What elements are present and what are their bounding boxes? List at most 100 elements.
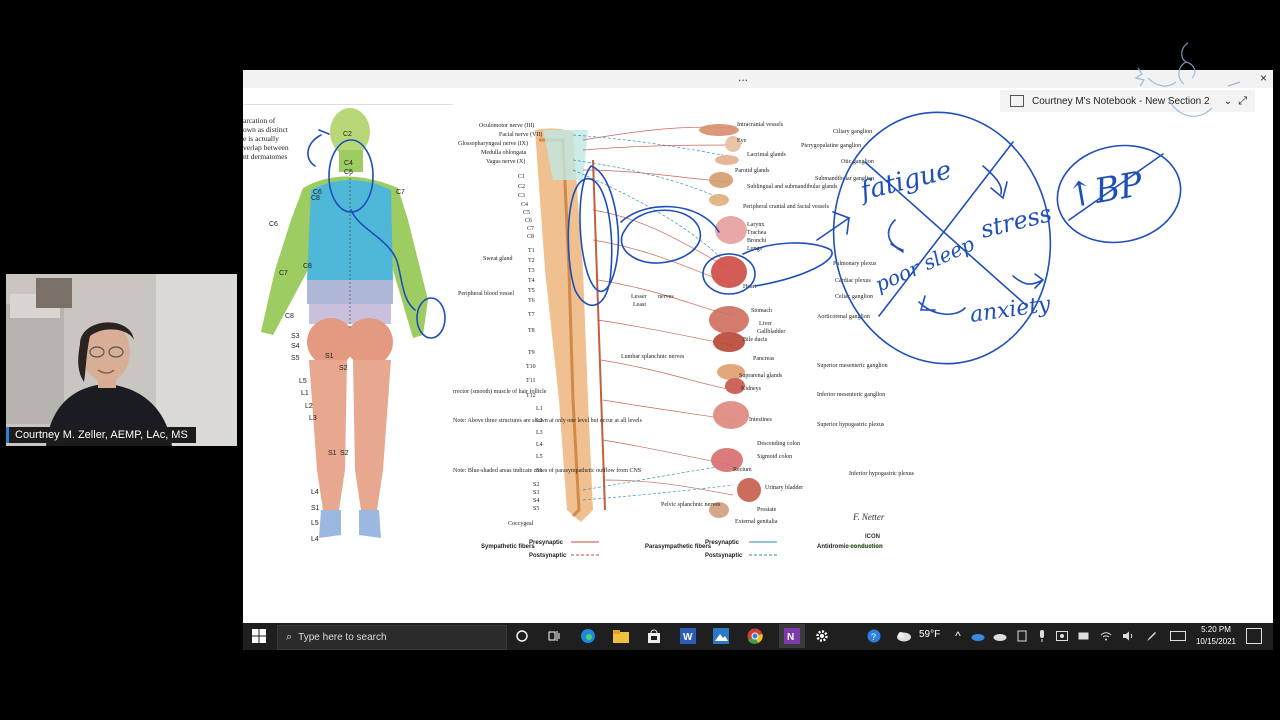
edge-browser-icon[interactable]	[579, 627, 597, 645]
drag-handle[interactable]: ...	[737, 70, 748, 84]
figure-label: Suprarenal glands	[739, 373, 783, 379]
network-status-icon[interactable]	[1013, 627, 1031, 645]
figure-label: Lesser	[631, 294, 647, 300]
onedrive-icon[interactable]	[969, 627, 987, 645]
ganglion-label: Superior mesenteric ganglion	[817, 363, 888, 369]
pen-icon[interactable]	[1143, 627, 1161, 645]
figure-legend: Sympathetic fibers Presynaptic Postsynap…	[481, 540, 883, 559]
windows-taskbar: ⌕ Type here to search W N ? 59°F ^	[243, 623, 1273, 650]
level-label: C2	[343, 131, 352, 138]
ganglion-label: Aorticorenal ganglion	[817, 314, 870, 320]
weather-cloud-icon[interactable]	[895, 627, 913, 645]
settings-gear-icon[interactable]	[813, 627, 831, 645]
ganglion-label: Inferior hypogastric plexus	[849, 470, 915, 477]
spinal-level: S2	[533, 482, 539, 488]
ganglion-label: Celiac ganglion	[835, 294, 873, 300]
help-icon[interactable]: ?	[865, 627, 883, 645]
anatomy-canvas: arcation of own as distinct e is actuall…	[243, 108, 1182, 559]
figure-label: Note: Above three structures are shown a…	[453, 418, 643, 424]
figure-label: Liver	[759, 321, 772, 327]
ink-word: ↑BP	[1064, 164, 1147, 217]
spinal-level: T9	[528, 350, 535, 356]
level-label: S4	[291, 343, 300, 350]
figure-label: Parotid glands	[735, 168, 770, 174]
file-explorer-icon[interactable]	[612, 627, 630, 645]
level-label: L3	[309, 415, 317, 422]
volume-icon[interactable]	[1119, 627, 1137, 645]
word-icon[interactable]: W	[679, 627, 697, 645]
level-label: C8	[311, 195, 320, 202]
figure-label: Urinary bladder	[765, 485, 803, 491]
onenote-icon[interactable]: N	[779, 624, 805, 648]
clock-time: 5:20 PM	[1201, 625, 1231, 634]
notebook-icon	[1010, 95, 1024, 107]
wifi-icon[interactable]	[1097, 627, 1115, 645]
shared-screen-window: ... × Courtney M's Notebook - New Sectio…	[243, 70, 1273, 650]
cloud-sync-icon[interactable]	[991, 627, 1009, 645]
level-label: L4	[311, 536, 319, 543]
figure-label: Bronchi	[747, 238, 767, 244]
figure-label: Peripheral blood vessel	[458, 291, 514, 297]
taskbar-search-input[interactable]: ⌕ Type here to search	[277, 625, 507, 650]
figure-label: Oculomotor nerve (III)	[479, 122, 534, 129]
expand-icon[interactable]: ⤢	[1238, 94, 1247, 107]
spinal-level: C2	[518, 184, 525, 190]
weather-temperature[interactable]: 59°F	[919, 629, 941, 640]
participant-video-tile[interactable]	[6, 274, 237, 446]
spinal-level: T4	[528, 278, 535, 284]
chrome-icon[interactable]	[746, 627, 764, 645]
battery-icon[interactable]	[1075, 627, 1093, 645]
figure-label: Note: Blue-shaded areas indicate zones o…	[453, 467, 641, 474]
spinal-level: T3	[528, 268, 535, 274]
chevron-up-icon[interactable]: ^	[955, 629, 961, 643]
spinal-level: L3	[536, 430, 543, 436]
notebook-title[interactable]: Courtney M's Notebook - New Section 2	[1032, 95, 1210, 107]
artist-signature: F. Netter	[852, 512, 885, 522]
chevron-down-icon[interactable]: ⌄	[1223, 95, 1233, 107]
figure-label: External genitalia	[735, 519, 778, 525]
spinal-level: L1	[536, 406, 543, 412]
level-label: C8	[285, 313, 294, 320]
figure-label: Trachea	[747, 230, 766, 236]
figure-label: Intracranial vessels	[737, 122, 784, 128]
svg-text:Antidromic conduction: Antidromic conduction	[817, 544, 883, 550]
spinal-level: T8	[528, 328, 535, 334]
close-icon[interactable]: ×	[1259, 71, 1267, 85]
level-label: S1	[325, 353, 334, 360]
svg-text:Parasympathetic fibers: Parasympathetic fibers	[645, 544, 712, 550]
level-label: L5	[311, 520, 319, 527]
figure-label: Lacrimal glands	[747, 152, 786, 158]
window-title-bar[interactable]: ... ×	[243, 70, 1273, 88]
svg-text:Postsynaptic: Postsynaptic	[705, 553, 743, 559]
ganglion-label: Otic ganglion	[841, 159, 874, 165]
figure-label: Pancreas	[753, 356, 775, 362]
camera-icon[interactable]	[1053, 627, 1071, 645]
figure-label: Sigmoid colon	[757, 454, 792, 460]
level-label: S5	[291, 355, 300, 362]
ganglion-label: Pulmonary plexus	[833, 261, 877, 267]
keyboard-icon[interactable]	[1169, 627, 1187, 645]
level-label: S2	[339, 365, 348, 372]
level-label: S3	[291, 333, 300, 340]
figure-label: Prostate	[757, 507, 777, 513]
brand-logo	[1134, 42, 1241, 117]
notification-center-icon[interactable]	[1246, 628, 1262, 644]
windows-start-icon[interactable]	[251, 628, 267, 644]
figure-label: Vagus nerve (X)	[486, 158, 525, 165]
caption-line: e is actually	[243, 134, 279, 143]
figure-label: Rectum	[733, 467, 752, 473]
photos-icon[interactable]	[712, 627, 730, 645]
task-view-icon[interactable]	[513, 627, 531, 645]
level-label: S1	[311, 505, 320, 512]
timeline-icon[interactable]	[545, 627, 563, 645]
divider	[243, 104, 453, 105]
notebook-selector[interactable]: Courtney M's Notebook - New Section 2 ⌄ …	[1000, 90, 1255, 112]
ganglion-label: Pterygopalatine ganglion	[801, 143, 861, 149]
spinal-level: C6	[525, 218, 532, 224]
store-icon[interactable]	[645, 627, 663, 645]
ganglion-label: Ciliary ganglion	[833, 129, 872, 135]
level-label: C6	[313, 189, 322, 196]
taskbar-clock[interactable]: 5:20 PM 10/15/2021	[1191, 624, 1241, 648]
microphone-icon[interactable]	[1033, 627, 1051, 645]
spinal-level: C5	[523, 210, 530, 216]
